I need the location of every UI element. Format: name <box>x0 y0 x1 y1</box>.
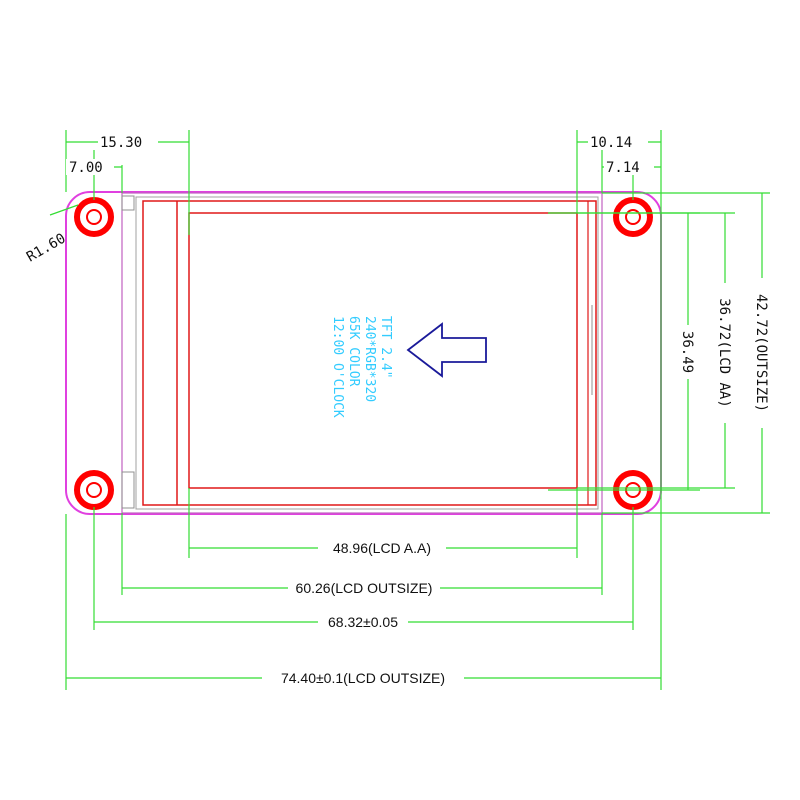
dim-top-right-outer: 10.14 <box>590 135 632 151</box>
dim-outsize-height: 42.72(OUTSIZE) <box>753 294 769 412</box>
dim-viewing-height: 36.49 <box>679 331 695 373</box>
dim-lcd-aa-height: 36.72(LCD AA) <box>716 298 732 408</box>
fpc-tab-top <box>121 195 135 211</box>
panel-label-line3: 65K COLOR <box>346 316 361 387</box>
mount-hole-top-left <box>74 197 114 237</box>
dim-lcd-outsize-width: 60.26(LCD OUTSIZE) <box>296 580 433 596</box>
dimension-lines <box>49 130 770 690</box>
panel-label-line2: 240*RGB*320 <box>362 316 377 402</box>
dim-hole-pitch: 68.32±0.05 <box>328 614 398 630</box>
panel-label-line1: TFT 2.4" <box>378 316 393 379</box>
fpc-tab-bottom <box>121 471 135 509</box>
left-arrow-icon <box>406 322 487 378</box>
panel-label-line4: 12:00 O'CLOCK <box>330 316 345 418</box>
dim-top-left-inner: 7.00 <box>69 160 103 176</box>
lcd-glass-outline <box>142 200 597 506</box>
lcd-module-outline <box>121 192 603 514</box>
mount-hole-top-right <box>613 197 653 237</box>
dim-top-right-inner: 7.14 <box>606 160 640 176</box>
dim-lcd-aa-width: 48.96(LCD A.A) <box>333 540 431 556</box>
lcd-active-area <box>188 212 578 489</box>
dim-top-left-outer: 15.30 <box>100 135 142 151</box>
lcd-frame-outline <box>135 196 599 510</box>
dim-corner-radius: R1.60 <box>24 231 69 266</box>
mount-hole-bottom-left <box>74 470 114 510</box>
dim-total-width: 74.40±0.1(LCD OUTSIZE) <box>281 670 445 686</box>
panel-label: TFT 2.4" 240*RGB*320 65K COLOR 12:00 O'C… <box>330 316 393 418</box>
